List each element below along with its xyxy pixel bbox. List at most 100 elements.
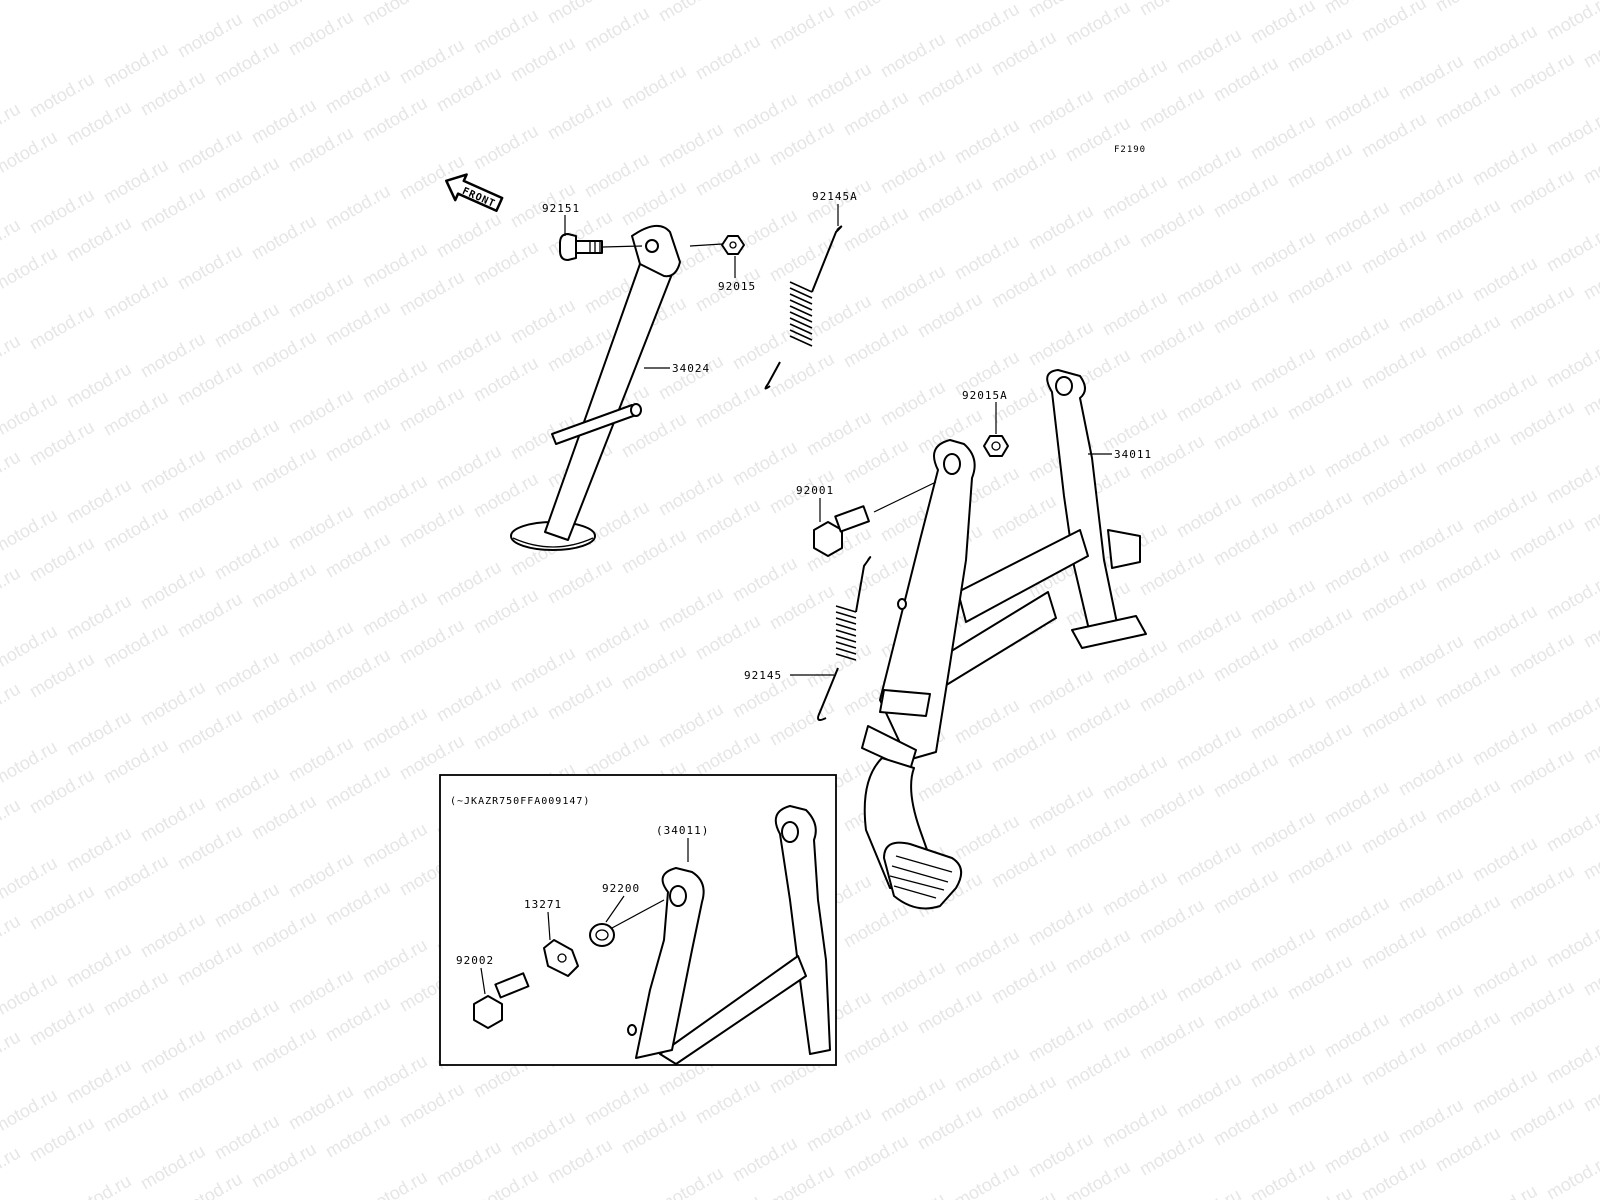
watermark-text: motod.ru xyxy=(1284,603,1356,656)
watermark-text: motod.ru xyxy=(100,155,172,208)
watermark-text: motod.ru xyxy=(433,557,505,610)
watermark-text: motod.ru xyxy=(1543,1035,1600,1088)
watermark-text: motod.ru xyxy=(1321,777,1393,830)
watermark-text: motod.ru xyxy=(470,585,542,638)
watermark-text: motod.ru xyxy=(1321,1009,1393,1062)
watermark-text: motod.ru xyxy=(1247,575,1319,628)
watermark-text: motod.ru xyxy=(285,501,357,554)
watermark-text: motod.ru xyxy=(100,39,172,92)
watermark-text: motod.ru xyxy=(359,0,431,29)
watermark-text: motod.ru xyxy=(1543,0,1600,43)
watermark-text: motod.ru xyxy=(655,467,727,520)
watermark-text: motod.ru xyxy=(914,173,986,226)
watermark-text: motod.ru xyxy=(137,1025,209,1078)
watermark-text: motod.ru xyxy=(174,241,246,294)
watermark-text: motod.ru xyxy=(544,671,616,724)
watermark-text: motod.ru xyxy=(1247,1155,1319,1200)
watermark-text: motod.ru xyxy=(26,417,98,470)
watermark-text: motod.ru xyxy=(1284,23,1356,76)
watermark-text: motod.ru xyxy=(1395,863,1467,916)
inset-callout-34011: (34011) xyxy=(656,824,709,837)
watermark-text: motod.ru xyxy=(1358,225,1430,278)
watermark-text: motod.ru xyxy=(877,1073,949,1126)
watermark-text: motod.ru xyxy=(544,555,616,608)
watermark-text: motod.ru xyxy=(1173,141,1245,194)
watermark-text: motod.ru xyxy=(285,1081,357,1134)
watermark-text: motod.ru xyxy=(359,239,431,292)
watermark-text: motod.ru xyxy=(1358,805,1430,858)
watermark-text: motod.ru xyxy=(1062,0,1134,49)
watermark-text: motod.ru xyxy=(655,119,727,172)
watermark-text: motod.ru xyxy=(211,763,283,816)
watermark-text: motod.ru xyxy=(1173,489,1245,542)
watermark-text: motod.ru xyxy=(914,985,986,1038)
watermark-text: motod.ru xyxy=(1358,109,1430,162)
watermark-text: motod.ru xyxy=(322,65,394,118)
watermark-text: motod.ru xyxy=(729,89,801,142)
watermark-text: motod.ru xyxy=(840,899,912,952)
spring-92145A xyxy=(764,225,843,390)
watermark-text: motod.ru xyxy=(1210,865,1282,918)
watermark-text: motod.ru xyxy=(174,705,246,758)
watermark-text: motod.ru xyxy=(766,1,838,54)
watermark-text: motod.ru xyxy=(0,1143,24,1196)
watermark-text: motod.ru xyxy=(26,1113,98,1166)
watermark-text: motod.ru xyxy=(1284,371,1356,424)
watermark-text: motod.ru xyxy=(951,115,1023,168)
watermark-text: motod.ru xyxy=(1358,1153,1430,1200)
watermark-text: motod.ru xyxy=(988,27,1060,80)
callout-34011: 34011 xyxy=(1114,448,1152,461)
watermark-text: motod.ru xyxy=(248,559,320,612)
watermark-text: motod.ru xyxy=(1543,455,1600,508)
watermark-text: motod.ru xyxy=(1543,1151,1600,1200)
watermark-text: motod.ru xyxy=(396,499,468,552)
watermark-text: motod.ru xyxy=(1136,315,1208,368)
watermark-text: motod.ru xyxy=(1469,253,1541,306)
watermark-text: motod.ru xyxy=(1062,693,1134,746)
watermark-text: motod.ru xyxy=(1358,573,1430,626)
watermark-text: motod.ru xyxy=(840,1015,912,1068)
watermark-text: motod.ru xyxy=(1580,715,1600,768)
watermark-text: motod.ru xyxy=(1506,49,1578,102)
watermark-text: motod.ru xyxy=(1136,895,1208,948)
watermark-text: motod.ru xyxy=(63,475,135,528)
watermark-text: motod.ru xyxy=(581,729,653,782)
watermark-text: motod.ru xyxy=(137,909,209,962)
watermark-text: motod.ru xyxy=(1247,691,1319,744)
watermark-text: motod.ru xyxy=(359,471,431,524)
watermark-text: motod.ru xyxy=(1506,629,1578,682)
watermark-text: motod.ru xyxy=(359,93,431,146)
watermark-text: motod.ru xyxy=(322,1109,394,1162)
watermark-text: motod.ru xyxy=(1395,283,1467,336)
watermark-text: motod.ru xyxy=(285,269,357,322)
watermark-text: motod.ru xyxy=(174,1169,246,1200)
watermark-text: motod.ru xyxy=(581,149,653,202)
watermark-text: motod.ru xyxy=(951,1043,1023,1096)
watermark-text: motod.ru xyxy=(1247,1039,1319,1092)
watermark-text: motod.ru xyxy=(396,1079,468,1132)
watermark-text: motod.ru xyxy=(0,679,24,732)
watermark-text: motod.ru xyxy=(1543,571,1600,624)
watermark-text: motod.ru xyxy=(1543,687,1600,740)
watermark-text: motod.ru xyxy=(840,0,912,23)
watermark-text: motod.ru xyxy=(1580,19,1600,72)
watermark-text: motod.ru xyxy=(618,641,690,694)
watermark-text: motod.ru xyxy=(63,939,135,992)
watermark-text: motod.ru xyxy=(248,0,320,31)
watermark-text: motod.ru xyxy=(396,615,468,668)
watermark-text: motod.ru xyxy=(322,877,394,930)
watermark-text: motod.ru xyxy=(729,553,801,606)
watermark-text: motod.ru xyxy=(174,473,246,526)
watermark-text: motod.ru xyxy=(803,59,875,112)
watermark-text: motod.ru xyxy=(0,243,61,296)
watermark-text: motod.ru xyxy=(211,995,283,1048)
watermark-text: motod.ru xyxy=(1247,923,1319,976)
watermark-text: motod.ru xyxy=(1432,0,1504,15)
watermark-text: motod.ru xyxy=(803,291,875,344)
center-stand xyxy=(861,369,1147,910)
watermark-text: motod.ru xyxy=(63,591,135,644)
watermark-text: motod.ru xyxy=(1025,201,1097,254)
watermark-text: motod.ru xyxy=(1580,947,1600,1000)
inset-condition: (~JKAZR750FFA009147) xyxy=(450,796,590,807)
watermark-text: motod.ru xyxy=(26,69,98,122)
